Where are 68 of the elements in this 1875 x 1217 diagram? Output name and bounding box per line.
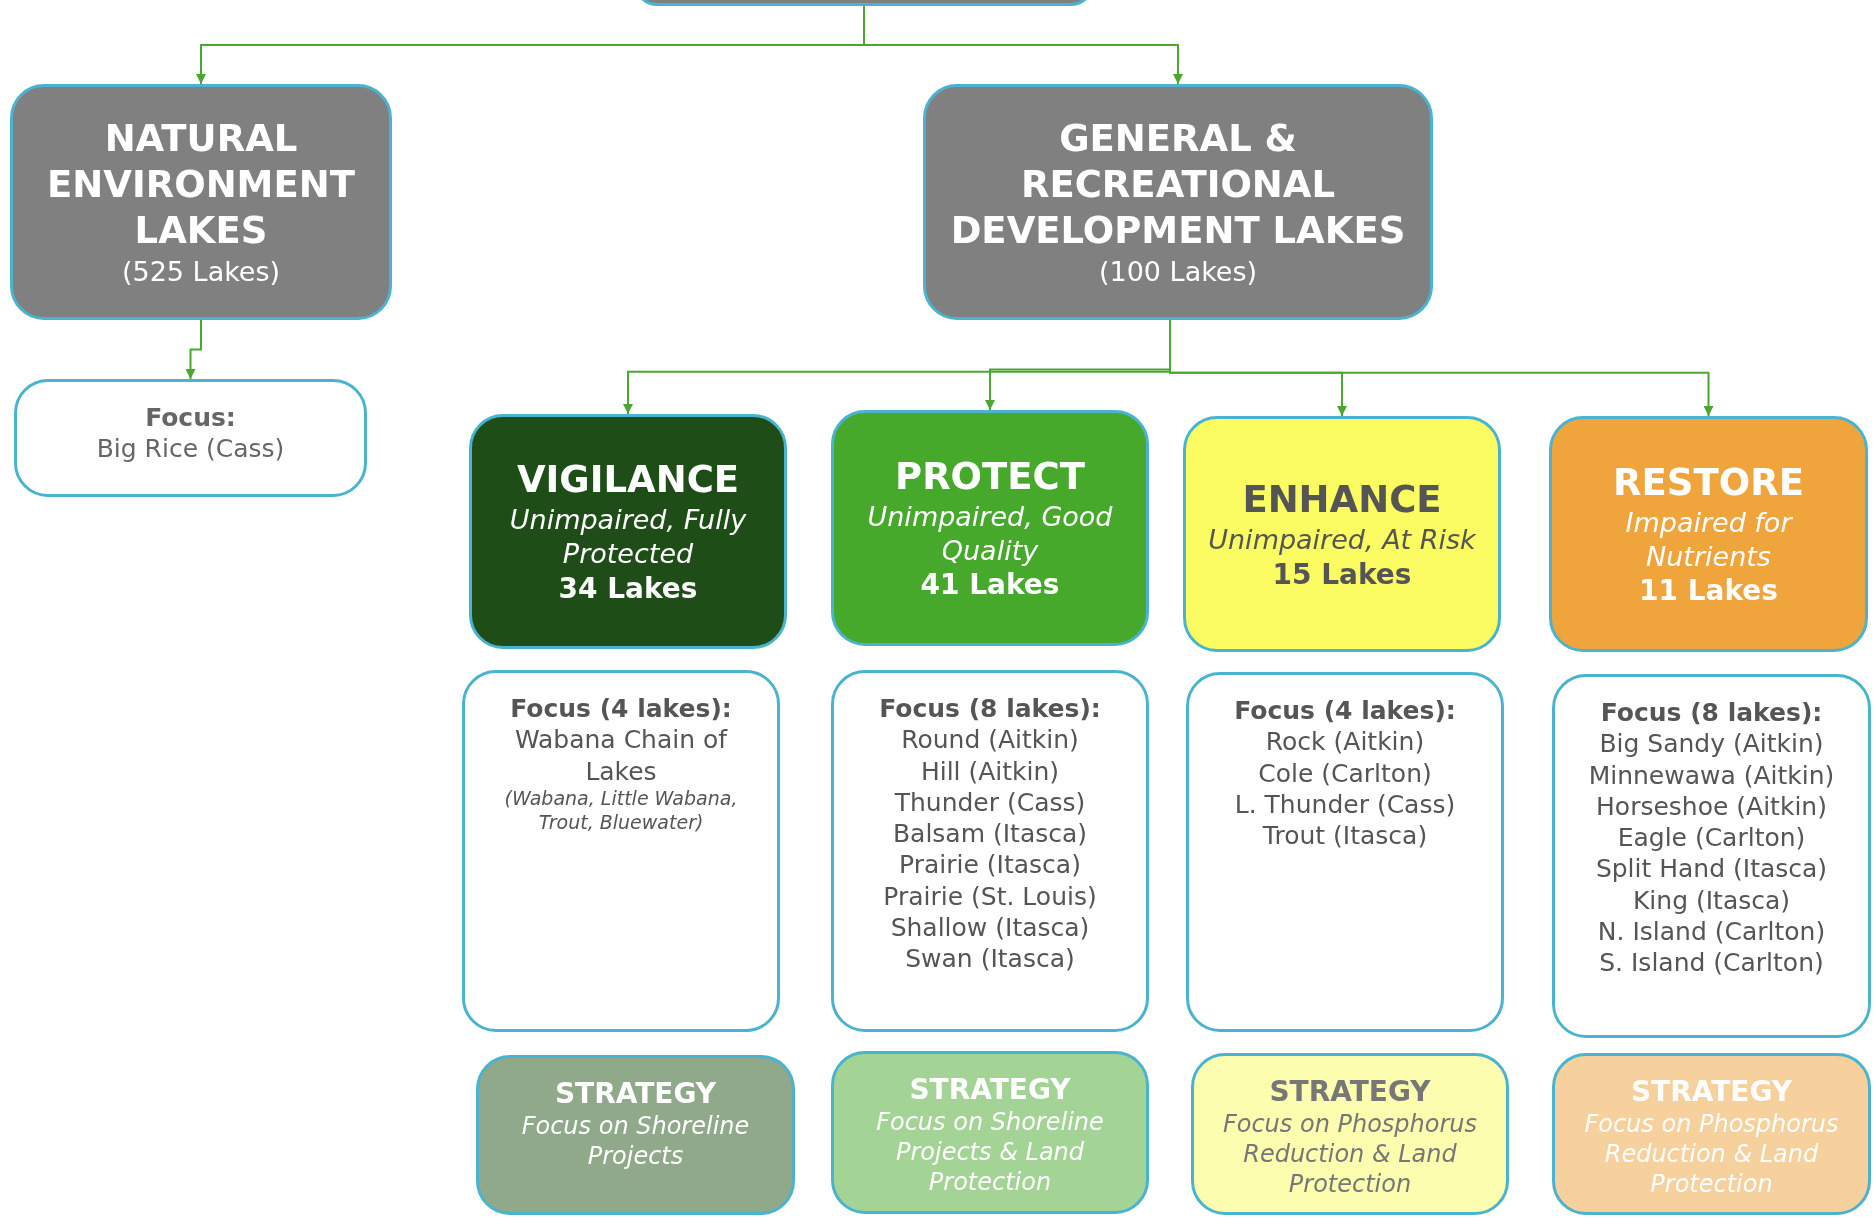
class-box bbox=[831, 410, 1149, 646]
status-text: Unimpaired, At Risk bbox=[1208, 522, 1476, 557]
lake-count: (100 Lakes) bbox=[1098, 254, 1258, 289]
strategy-text: Focus on Phosphorus Reduction & Land Protection bbox=[1583, 1109, 1840, 1199]
lake-count: 41 Lakes bbox=[920, 567, 1060, 603]
category-box bbox=[10, 84, 392, 320]
lake-name: Eagle (Carlton) bbox=[1617, 822, 1806, 854]
lake-name: Shallow (Itasca) bbox=[890, 911, 1090, 943]
strategy-text: Focus on Phosphorus Reduction & Land Protection bbox=[1221, 1109, 1479, 1199]
status-text: Unimpaired, Good Quality bbox=[866, 499, 1114, 568]
lake-count: 15 Lakes bbox=[1272, 556, 1412, 592]
class-box bbox=[1183, 416, 1501, 652]
focus-box bbox=[1552, 674, 1871, 1038]
lake-name: Trout (Itasca) bbox=[1262, 820, 1428, 852]
focus-box bbox=[1186, 672, 1504, 1032]
status-text: Unimpaired, Fully Protected bbox=[508, 503, 748, 571]
lake-name: Big Sandy (Aitkin) bbox=[1599, 728, 1824, 760]
box-title: VIGILANCE bbox=[516, 457, 740, 504]
lake-name: Swan (Itasca) bbox=[905, 943, 1075, 975]
class-box bbox=[469, 414, 787, 649]
lake-count: (525 Lakes) bbox=[121, 254, 281, 289]
box-title: PROTECT bbox=[895, 453, 1085, 500]
arrow bbox=[185, 319, 202, 380]
status-text: Impaired for Nutrients bbox=[1624, 505, 1794, 574]
focus-box bbox=[462, 670, 780, 1032]
lake-note: (Wabana, Little Wabana, Trout, Bluewater) bbox=[503, 786, 739, 835]
lake-name: Wabana Chain of Lakes bbox=[513, 724, 729, 787]
box-title: GENERAL & RECREATIONAL DEVELOPMENT LAKES bbox=[949, 115, 1407, 255]
lake-name: N. Island (Carlton) bbox=[1597, 915, 1826, 947]
lake-name: L. Thunder (Cass) bbox=[1234, 788, 1456, 820]
lake-count: 11 Lakes bbox=[1639, 573, 1778, 609]
lake-name: Rock (Aitkin) bbox=[1265, 726, 1425, 758]
lake-count: 34 Lakes bbox=[558, 570, 698, 606]
lake-name: Prairie (Itasca) bbox=[899, 849, 1081, 881]
class-box bbox=[1549, 416, 1868, 652]
strategy-text: Focus on Shoreline Projects bbox=[520, 1111, 751, 1171]
lake-name: Big Rice (Cass) bbox=[96, 433, 285, 465]
strategy-title: STRATEGY bbox=[909, 1072, 1071, 1107]
lake-name: Cole (Carlton) bbox=[1258, 757, 1432, 789]
strategy-box bbox=[1552, 1053, 1871, 1215]
focus-box bbox=[14, 379, 367, 497]
strategy-title: STRATEGY bbox=[1269, 1074, 1431, 1109]
lake-name: Balsam (Itasca) bbox=[892, 818, 1088, 850]
lake-name: S. Island (Carlton) bbox=[1599, 947, 1824, 979]
box-title: NATURAL ENVIRONMENT LAKES bbox=[46, 115, 356, 255]
focus-heading: Focus (4 lakes): bbox=[1234, 695, 1456, 727]
strategy-text: Focus on Shoreline Projects & Land Protection bbox=[875, 1107, 1105, 1197]
lake-name: Prairie (St. Louis) bbox=[883, 880, 1097, 912]
lake-name: Thunder (Cass) bbox=[894, 786, 1086, 818]
lake-name: Hill (Aitkin) bbox=[920, 755, 1060, 787]
strategy-box bbox=[831, 1051, 1149, 1214]
strategy-box bbox=[1191, 1053, 1509, 1215]
strategy-box bbox=[476, 1055, 795, 1215]
strategy-title: STRATEGY bbox=[554, 1076, 717, 1111]
focus-heading: Focus (8 lakes): bbox=[879, 693, 1101, 725]
focus-heading: Focus (4 lakes): bbox=[510, 693, 732, 725]
lake-name: Horseshoe (Aitkin) bbox=[1596, 790, 1827, 822]
category-box bbox=[923, 84, 1433, 320]
lake-name: Split Hand (Itasca) bbox=[1595, 853, 1828, 885]
focus-heading: Focus (8 lakes): bbox=[1600, 697, 1823, 729]
lake-name: Minnewawa (Aitkin) bbox=[1588, 759, 1835, 791]
box-title: ENHANCE bbox=[1242, 476, 1442, 523]
lake-name: King (Itasca) bbox=[1632, 884, 1791, 916]
strategy-title: STRATEGY bbox=[1630, 1074, 1793, 1109]
focus-heading: Focus: bbox=[145, 402, 236, 434]
focus-box bbox=[831, 670, 1149, 1032]
box-title: RESTORE bbox=[1613, 459, 1804, 506]
lake-name: Round (Aitkin) bbox=[901, 724, 1079, 756]
